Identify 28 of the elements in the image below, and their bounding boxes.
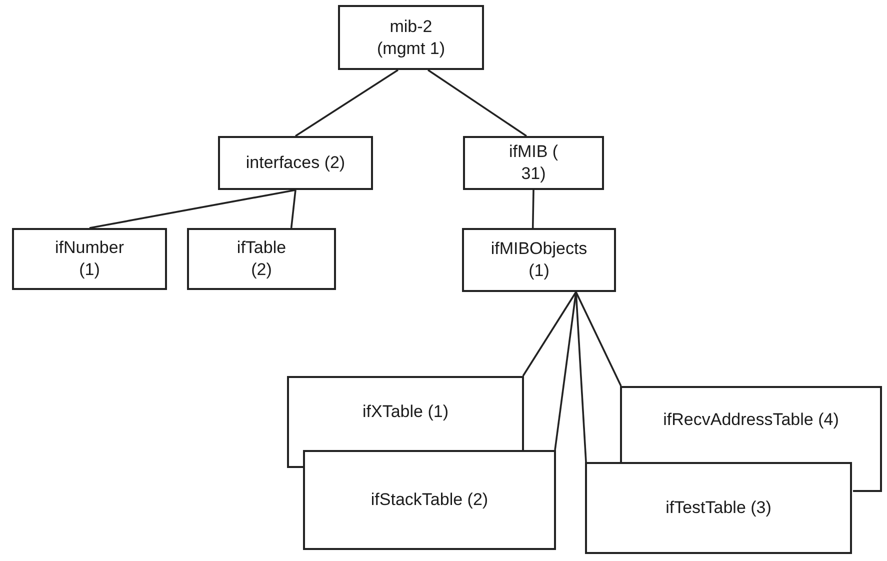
node-label: interfaces (2) (246, 152, 346, 174)
tree-node-box (187, 228, 336, 290)
tree-node-box (620, 386, 882, 462)
node-label: ifStackTable (2) (370, 489, 488, 511)
tree-node-box (12, 228, 167, 290)
connector-line (428, 69, 527, 137)
node-label: ifMIB ( 31) (508, 141, 560, 185)
connector-line (575, 292, 622, 386)
node-label: ifRecvAddressTable (4) (663, 409, 839, 431)
node-label: ifTable (2) (236, 237, 288, 281)
connector-line (554, 292, 577, 450)
tree-node-box (338, 5, 484, 70)
node-label: ifNumber (1) (54, 237, 125, 281)
connector-line (290, 190, 296, 228)
tree-node-box (218, 136, 373, 190)
connector-line (295, 69, 398, 137)
tree-node-box (585, 462, 852, 554)
tree-node-box (463, 136, 604, 190)
connector-line (89, 189, 296, 229)
tree-node-box (287, 376, 524, 450)
connector-line (522, 292, 577, 376)
connector-line (532, 190, 534, 228)
node-label: ifTestTable (3) (666, 497, 772, 519)
node-label: ifXTable (1) (362, 401, 448, 423)
tree-node-box (303, 450, 556, 550)
node-label: mib-2 (mgmt 1) (376, 16, 446, 60)
tree-node-box (462, 228, 616, 292)
node-label: ifMIBObjects (1) (490, 238, 588, 282)
